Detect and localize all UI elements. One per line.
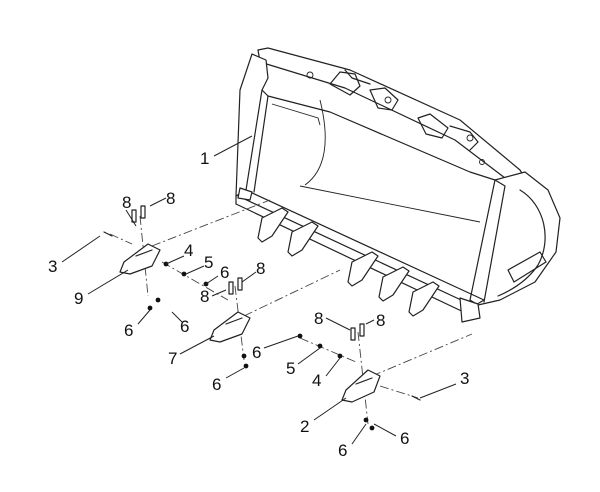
callout-6-right-b: 6 (400, 429, 409, 448)
callout-labels: 1 3 9 8 8 4 5 6 8 8 6 6 7 6 6 5 4 8 8 3 … (48, 149, 469, 460)
callout-9: 9 (74, 289, 83, 308)
callout-3-left: 3 (48, 257, 57, 276)
callout-8-left-b: 8 (166, 189, 175, 208)
callout-3-right: 3 (460, 369, 469, 388)
right-corner-adapter (341, 369, 381, 403)
callout-1: 1 (200, 149, 209, 168)
callout-6-center-b: 6 (252, 343, 261, 362)
callout-6-left-b: 6 (124, 321, 133, 340)
callout-8-right-b: 8 (376, 311, 385, 330)
pins (103, 231, 421, 401)
leader-lines (61, 135, 457, 445)
callout-8-right-a: 8 (314, 309, 323, 328)
left-corner-adapter (119, 243, 161, 275)
callout-8-center-b: 8 (256, 259, 265, 278)
callout-4-left: 4 (184, 241, 193, 260)
callout-2: 2 (300, 417, 309, 436)
installed-teeth (257, 207, 440, 317)
bucket-assembly (235, 47, 561, 323)
callout-5-left: 5 (204, 253, 213, 272)
callout-6-left-c: 6 (180, 317, 189, 336)
callout-6-left-a: 6 (220, 263, 229, 282)
callout-5-right: 5 (286, 359, 295, 378)
callout-8-left-a: 8 (122, 193, 131, 212)
center-adapter (209, 311, 251, 343)
nuts-and-washers (147, 261, 375, 431)
bolts (131, 205, 365, 341)
callout-7: 7 (168, 349, 177, 368)
callout-6-center: 6 (212, 375, 221, 394)
callout-4-right: 4 (312, 371, 321, 390)
callout-6-right-a: 6 (338, 441, 347, 460)
callout-8-center-a: 8 (200, 287, 209, 306)
